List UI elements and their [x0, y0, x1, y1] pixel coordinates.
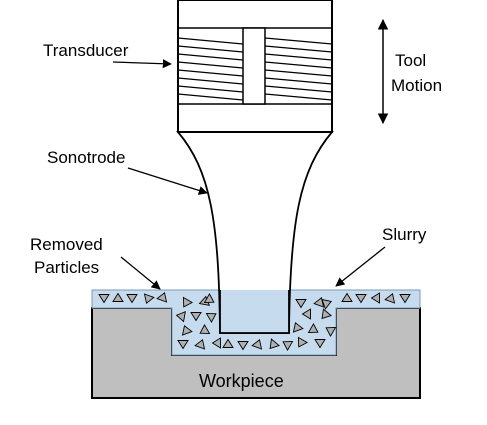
coil-winding	[264, 53, 333, 61]
abrasive-particle	[222, 338, 234, 348]
coil-winding	[177, 85, 244, 93]
coil-winding	[264, 77, 333, 85]
arrow-transducer	[112, 59, 172, 69]
abrasive-particle	[282, 340, 294, 352]
coil-winding	[264, 69, 333, 77]
coil-winding	[177, 69, 244, 77]
label-slurry: Slurry	[382, 225, 427, 244]
abrasive-particle	[292, 321, 304, 333]
abrasive-particle	[321, 308, 332, 320]
abrasive-particle	[295, 299, 307, 309]
abrasive-particle	[269, 338, 280, 350]
coil-winding	[177, 45, 244, 53]
label-transducer: Transducer	[43, 41, 129, 60]
abrasive-particle	[205, 312, 217, 324]
abrasive-particle	[175, 310, 186, 323]
transducer-coil-left	[177, 37, 244, 101]
transducer-core	[242, 27, 266, 105]
coil-winding	[177, 53, 244, 61]
abrasive-particle	[301, 308, 311, 320]
abrasive-particle	[307, 322, 319, 334]
abrasive-particle	[126, 294, 138, 304]
abrasive-particle	[399, 294, 411, 304]
coil-winding	[177, 77, 244, 85]
coil-winding	[264, 61, 333, 69]
label-workpiece: Workpiece	[199, 371, 284, 391]
abrasive-particle	[143, 293, 155, 305]
abrasive-particle	[341, 292, 353, 302]
sonotrode-tip-outline	[219, 290, 290, 334]
coil-winding	[177, 93, 244, 101]
abrasive-particle	[177, 340, 189, 350]
abrasive-particle	[314, 339, 326, 349]
abrasive-particle	[325, 326, 337, 338]
transducer-coil-right	[264, 37, 333, 101]
abrasive-particle	[203, 292, 215, 304]
coil-winding	[264, 45, 333, 53]
coil-winding	[177, 37, 244, 45]
coil-winding	[264, 93, 333, 101]
label-particles: Particles	[34, 258, 99, 277]
abrasive-particle	[370, 292, 380, 304]
abrasive-particle	[181, 324, 193, 336]
label-tool-motion-line1: Tool	[395, 51, 426, 70]
abrasive-particle	[251, 338, 263, 350]
abrasive-particle	[182, 296, 194, 308]
coil-winding	[264, 37, 333, 45]
arrow-sonotrode	[127, 167, 208, 195]
abrasive-particles	[98, 291, 411, 352]
arrow-slurry	[335, 246, 386, 287]
abrasive-particle	[211, 337, 221, 349]
abrasive-particle	[355, 294, 367, 304]
label-removed: Removed	[30, 235, 103, 254]
abrasive-particle	[321, 298, 333, 310]
abrasive-particle	[297, 336, 309, 348]
label-tool-motion-line2: Motion	[391, 76, 442, 95]
abrasive-particle	[194, 338, 206, 350]
sonotrode-tip	[220, 290, 289, 333]
abrasive-particle	[190, 312, 202, 322]
abrasive-particle	[112, 292, 124, 302]
abrasive-particle	[237, 341, 249, 351]
abrasive-particle	[313, 296, 325, 308]
coil-winding	[264, 85, 333, 93]
label-sonotrode: Sonotrode	[47, 148, 125, 167]
abrasive-particle	[156, 291, 168, 303]
arrow-removed-particles	[120, 256, 161, 290]
coil-winding	[177, 61, 244, 69]
abrasive-particle	[199, 323, 211, 335]
abrasive-particle	[98, 294, 110, 304]
abrasive-particle	[384, 292, 396, 304]
